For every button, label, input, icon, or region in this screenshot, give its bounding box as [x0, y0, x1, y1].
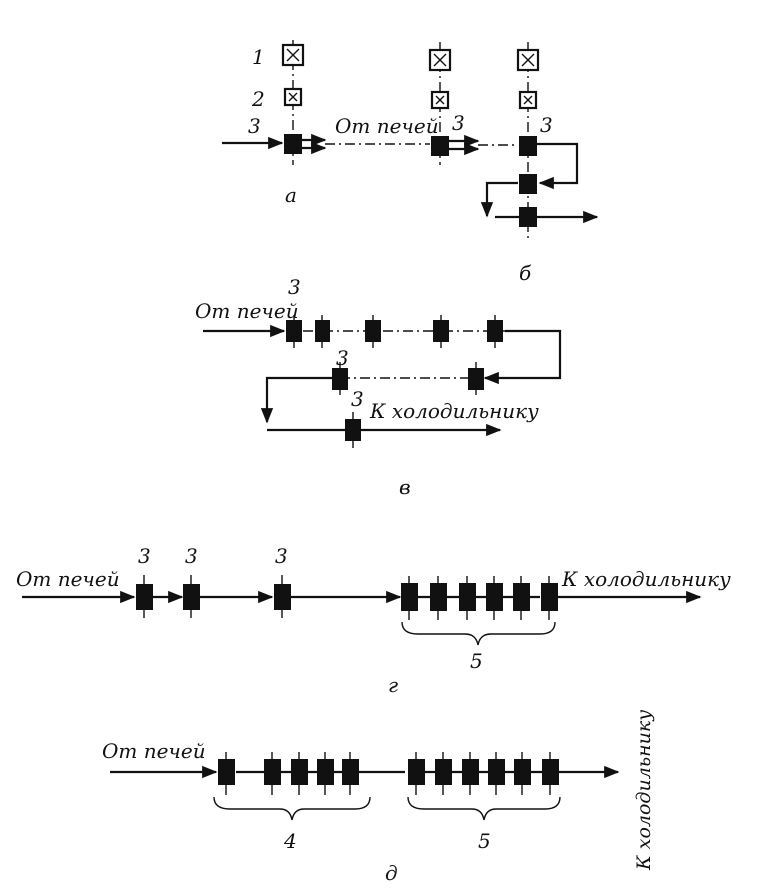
scheme-g: От печей 3 3 3 К холодильнику 5 г: [16, 544, 731, 697]
stand-number-3: 3: [138, 544, 151, 568]
from-furnaces-label: От печей: [195, 299, 299, 323]
stand-column-3: [516, 42, 540, 240]
scheme-label-v: в: [399, 475, 411, 499]
group-number-5: 5: [470, 649, 483, 673]
stand: [459, 583, 476, 611]
stands-row-1: [286, 315, 503, 348]
scheme-a-b: 1 2 3 От печей 3 3 а б: [222, 40, 599, 285]
stand: [332, 368, 348, 390]
scheme-label-b: б: [519, 261, 532, 285]
stand: [487, 320, 503, 342]
stands-row-3: [345, 412, 361, 448]
stand-number-3: 3: [336, 346, 349, 370]
stand: [274, 584, 291, 610]
stand-column-1: [281, 40, 305, 165]
stand-number-1: 1: [252, 45, 265, 69]
stand: [541, 583, 558, 611]
stand: [291, 759, 308, 785]
group-number-5: 5: [478, 829, 491, 853]
scheme-label-d: д: [385, 861, 398, 885]
stand: [183, 584, 200, 610]
stand-number-2: 2: [251, 87, 265, 111]
main-stand: [519, 136, 537, 156]
scheme-label-a: а: [285, 183, 297, 207]
stand: [408, 759, 425, 785]
stand: [468, 368, 484, 390]
main-stand: [284, 134, 302, 154]
stand: [430, 583, 447, 611]
stand: [433, 320, 449, 342]
group-brace: [407, 796, 561, 821]
stand-number-3: 3: [248, 114, 261, 138]
finishing-group-5: [407, 752, 561, 821]
stand-number-3: 3: [452, 111, 465, 135]
stand: [345, 419, 361, 441]
stand: [218, 759, 235, 785]
stand: [317, 759, 334, 785]
scheme-v: От печей 3 3 3 К холодильнику в: [195, 275, 562, 499]
from-furnaces-label: От печей: [102, 739, 206, 763]
to-cooler-label: К холодильнику: [561, 567, 731, 591]
scheme-d: От печей 4 5 д К холодильнику: [102, 710, 655, 885]
stand: [286, 320, 302, 342]
stand-number-3: 3: [275, 544, 288, 568]
stand: [513, 583, 530, 611]
main-stand: [519, 174, 537, 194]
stand: [486, 583, 503, 611]
intermediate-group-4: [213, 752, 371, 821]
stand-number-3: 3: [185, 544, 198, 568]
stand-number-3: 3: [540, 113, 553, 137]
stand-column-2: [428, 42, 452, 165]
group-number-4: 4: [283, 829, 297, 853]
stand-number-3: 3: [351, 387, 364, 411]
to-cooler-label: К холодильнику: [369, 399, 539, 423]
main-stand: [431, 136, 449, 156]
group-brace: [401, 621, 556, 646]
stand: [365, 320, 381, 342]
stand: [136, 584, 153, 610]
stand: [342, 759, 359, 785]
from-furnaces-label: От печей: [335, 114, 439, 138]
to-cooler-label-vertical: К холодильнику: [633, 710, 655, 871]
scheme-label-g: г: [388, 673, 398, 697]
finishing-group-5: [401, 576, 558, 646]
stand: [264, 759, 281, 785]
from-furnaces-label: От печей: [16, 567, 120, 591]
stand: [401, 583, 418, 611]
group-brace: [213, 796, 371, 821]
stand: [542, 759, 559, 785]
stand: [315, 320, 330, 342]
stands-row-2: [332, 362, 484, 395]
roughing-stands: [136, 575, 291, 618]
stand-number-3: 3: [288, 275, 301, 299]
